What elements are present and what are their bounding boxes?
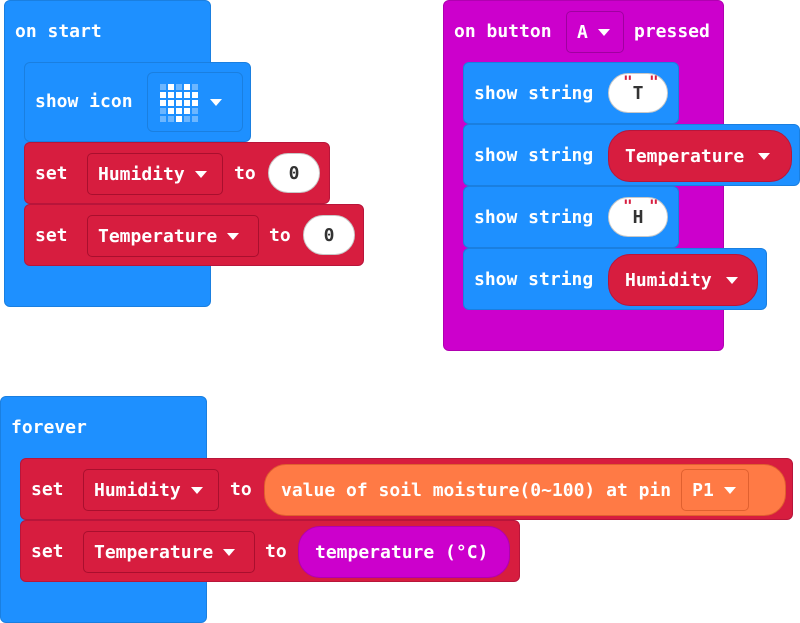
chevron-down-icon bbox=[210, 98, 222, 106]
to-label: to bbox=[234, 163, 256, 184]
show-icon-label: show icon bbox=[35, 91, 133, 112]
set-label: set bbox=[35, 163, 68, 184]
variable-reporter-temperature[interactable]: Temperature bbox=[608, 130, 792, 182]
button-dropdown[interactable]: A bbox=[566, 11, 624, 53]
show-string-label: show string bbox=[474, 83, 594, 104]
string-input[interactable]: " H " bbox=[608, 196, 668, 237]
show-string-label: show string bbox=[474, 207, 594, 228]
variable-dropdown-humidity[interactable]: Humidity bbox=[87, 153, 223, 195]
show-string-label: show string bbox=[474, 269, 594, 290]
set-humidity-block[interactable]: set Humidity to 0 bbox=[24, 142, 330, 204]
string-value: T bbox=[632, 82, 644, 104]
button-name: A bbox=[577, 21, 588, 43]
chevron-down-icon bbox=[190, 486, 203, 494]
close-quote: " bbox=[649, 72, 659, 91]
variable-dropdown-humidity[interactable]: Humidity bbox=[83, 469, 219, 511]
variable-reporter-humidity[interactable]: Humidity bbox=[608, 254, 758, 306]
variable-name: Temperature bbox=[94, 541, 214, 563]
show-string-block-1[interactable]: show string " T " bbox=[463, 62, 679, 124]
set-temperature-block-forever[interactable]: set Temperature to temperature (°C) bbox=[20, 520, 520, 582]
icon-picker[interactable] bbox=[147, 72, 243, 132]
show-string-label: show string bbox=[474, 145, 594, 166]
show-string-block-3[interactable]: show string " H " bbox=[463, 186, 679, 248]
soil-moisture-label: value of soil moisture(0~100) at pin bbox=[281, 479, 672, 501]
set-humidity-block-forever[interactable]: set Humidity to value of soil moisture(0… bbox=[20, 458, 793, 520]
show-icon-block[interactable]: show icon bbox=[24, 62, 251, 142]
soil-moisture-reporter[interactable]: value of soil moisture(0~100) at pin P1 bbox=[264, 464, 786, 516]
number-input[interactable]: 0 bbox=[268, 153, 320, 193]
variable-dropdown-temperature[interactable]: Temperature bbox=[87, 215, 259, 257]
string-value: H bbox=[632, 206, 644, 228]
set-label: set bbox=[31, 479, 64, 500]
variable-name: Temperature bbox=[98, 225, 218, 247]
chevron-down-icon bbox=[723, 486, 736, 494]
set-label: set bbox=[31, 541, 64, 562]
variable-name: Humidity bbox=[625, 269, 712, 291]
heart-icon bbox=[160, 84, 198, 122]
to-label: to bbox=[265, 541, 287, 562]
variable-name: Temperature bbox=[625, 145, 745, 167]
string-input[interactable]: " T " bbox=[608, 72, 668, 113]
open-quote: " bbox=[623, 72, 633, 91]
to-label: to bbox=[230, 479, 252, 500]
variable-name: Humidity bbox=[94, 479, 181, 501]
open-quote: " bbox=[623, 196, 633, 215]
chevron-down-icon bbox=[597, 28, 610, 36]
pin-name: P1 bbox=[692, 479, 714, 501]
on-start-label: on start bbox=[15, 21, 102, 42]
pressed-label: pressed bbox=[634, 21, 710, 42]
chevron-down-icon bbox=[227, 232, 240, 240]
forever-label: forever bbox=[11, 417, 87, 438]
chevron-down-icon bbox=[223, 548, 236, 556]
variable-dropdown-temperature[interactable]: Temperature bbox=[83, 531, 255, 573]
set-label: set bbox=[35, 225, 68, 246]
variable-name: Humidity bbox=[98, 163, 185, 185]
pin-dropdown[interactable]: P1 bbox=[681, 469, 750, 511]
show-string-block-4[interactable]: show string Humidity bbox=[463, 248, 767, 310]
number-input[interactable]: 0 bbox=[303, 215, 355, 255]
temperature-reporter-label: temperature (°C) bbox=[315, 541, 489, 563]
on-button-label: on button bbox=[454, 21, 552, 42]
temperature-reporter[interactable]: temperature (°C) bbox=[298, 526, 510, 578]
close-quote: " bbox=[649, 196, 659, 215]
chevron-down-icon bbox=[758, 152, 771, 160]
chevron-down-icon bbox=[194, 170, 207, 178]
chevron-down-icon bbox=[725, 276, 738, 284]
set-temperature-block[interactable]: set Temperature to 0 bbox=[24, 204, 364, 266]
to-label: to bbox=[269, 225, 291, 246]
show-string-block-2[interactable]: show string Temperature bbox=[463, 124, 800, 186]
